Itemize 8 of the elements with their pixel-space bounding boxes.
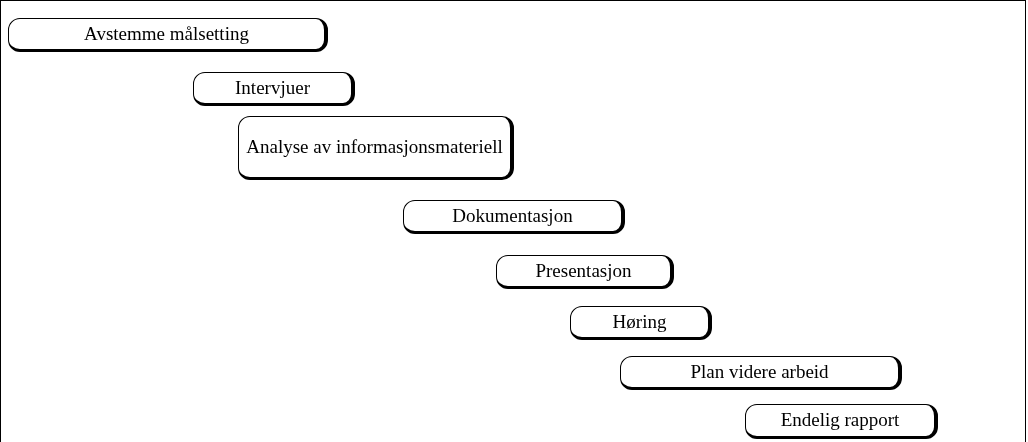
task-box: Endelig rapport: [745, 404, 938, 439]
task-box: Analyse av informasjonsmateriell: [238, 116, 514, 180]
task-box: Dokumentasjon: [403, 200, 625, 235]
task-box: Avstemme målsetting: [8, 18, 328, 53]
task-box: Presentasjon: [496, 255, 674, 290]
task-box: Intervjuer: [193, 72, 355, 107]
task-box: Plan videre arbeid: [620, 356, 902, 391]
task-box: Høring: [570, 306, 712, 341]
